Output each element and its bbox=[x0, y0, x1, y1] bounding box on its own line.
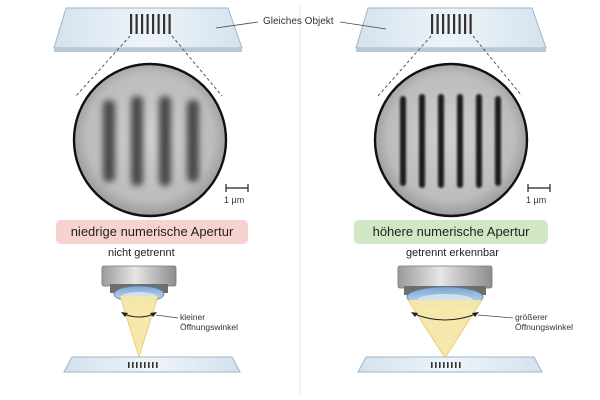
right-angle-pointer bbox=[477, 314, 514, 319]
right-object-slide-edge bbox=[356, 48, 546, 52]
left-object-slide-edge bbox=[54, 48, 242, 52]
left-result-label: nicht getrennt bbox=[108, 247, 175, 259]
left-cone-edge-right bbox=[138, 295, 159, 358]
left-angle-arrow-right bbox=[150, 312, 157, 317]
right-object-lines bbox=[431, 14, 472, 34]
right-angle-arrow-right bbox=[472, 312, 479, 317]
right-angle-arrow-left bbox=[411, 312, 418, 317]
right-scale-bar bbox=[527, 184, 551, 192]
left-scale-label: 1 µm bbox=[224, 195, 245, 205]
left-specimen-lines bbox=[128, 362, 158, 368]
right-scale-label: 1 µm bbox=[526, 195, 547, 205]
left-panel bbox=[53, 7, 249, 373]
right-aperture-label: höhere numerische Apertur bbox=[354, 220, 548, 244]
left-blurred-lines bbox=[103, 96, 199, 186]
left-angle-label: kleiner Öffnungswinkel bbox=[180, 312, 238, 333]
object-leader-right bbox=[339, 21, 387, 30]
right-disc-rim bbox=[373, 62, 529, 218]
left-object-lines bbox=[130, 14, 171, 34]
left-cone-edge-left bbox=[119, 295, 140, 358]
left-aperture-label: niedrige numerische Apertur bbox=[56, 220, 248, 244]
right-light-cone bbox=[408, 300, 482, 358]
object-leader-left bbox=[215, 21, 259, 29]
left-angle-pointer bbox=[155, 314, 179, 319]
left-scale-bar bbox=[225, 184, 249, 192]
right-cone-edge-left bbox=[407, 299, 446, 359]
right-panel bbox=[355, 7, 551, 373]
right-angle-label: größerer Öffnungswinkel bbox=[515, 312, 573, 333]
right-zoom-line-right bbox=[472, 35, 523, 97]
right-object-slide bbox=[355, 7, 547, 49]
right-specimen-lines bbox=[431, 362, 461, 368]
right-magnified-disc bbox=[375, 64, 527, 216]
right-result-label: getrennt erkennbar bbox=[406, 247, 499, 259]
right-cone-edge-right bbox=[444, 299, 483, 359]
left-disc-rim bbox=[72, 62, 228, 218]
right-angle-arc bbox=[413, 313, 477, 321]
right-zoom-line-left bbox=[377, 35, 432, 97]
left-light-cone bbox=[120, 296, 158, 357]
object-label: Gleiches Objekt bbox=[263, 16, 334, 27]
right-specimen-slide bbox=[357, 356, 543, 373]
left-zoom-line-right bbox=[171, 35, 223, 97]
right-sharp-lines bbox=[400, 94, 501, 188]
left-angle-arrow-left bbox=[121, 312, 128, 317]
left-zoom-line-left bbox=[75, 35, 131, 97]
